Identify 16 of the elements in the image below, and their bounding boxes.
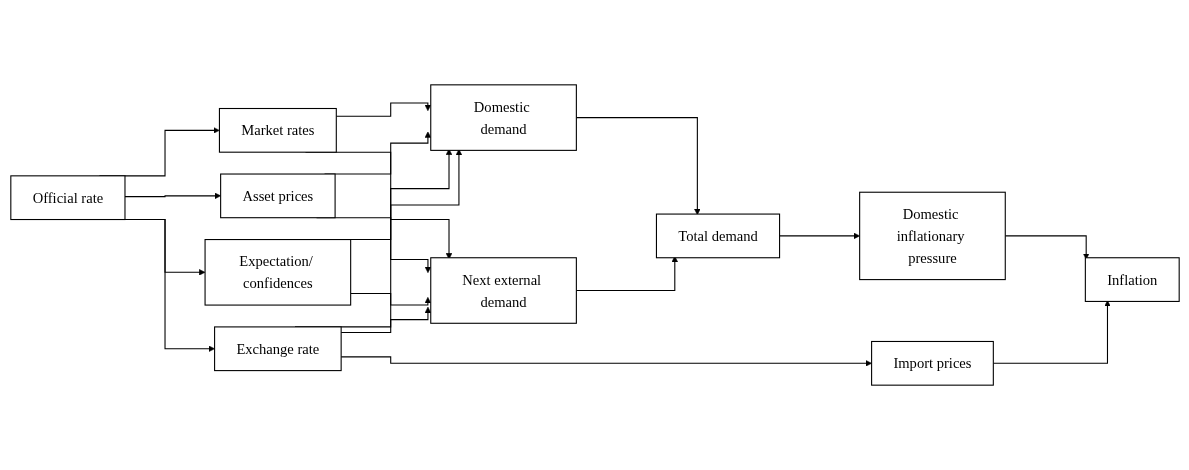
node-box: Domestic inflationary pressure	[858, 191, 1006, 281]
node-box: Market rates	[218, 107, 337, 153]
node-box: Next external demand	[429, 257, 577, 324]
node-box: Import prices	[870, 340, 994, 386]
arrow	[575, 117, 701, 216]
node-box: Expectation/ confidences	[204, 239, 351, 306]
node-box: Asset prices	[219, 173, 336, 219]
node-box: Exchange rate	[213, 326, 342, 372]
node-box: Inflation	[1084, 257, 1180, 302]
arrow	[340, 356, 872, 367]
arrow	[335, 102, 431, 117]
node-box: Domestic demand	[429, 84, 577, 151]
arrow	[992, 300, 1111, 364]
node-box: Official rate	[9, 175, 126, 221]
node-box: Total demand	[655, 213, 780, 259]
arrow	[340, 306, 431, 333]
